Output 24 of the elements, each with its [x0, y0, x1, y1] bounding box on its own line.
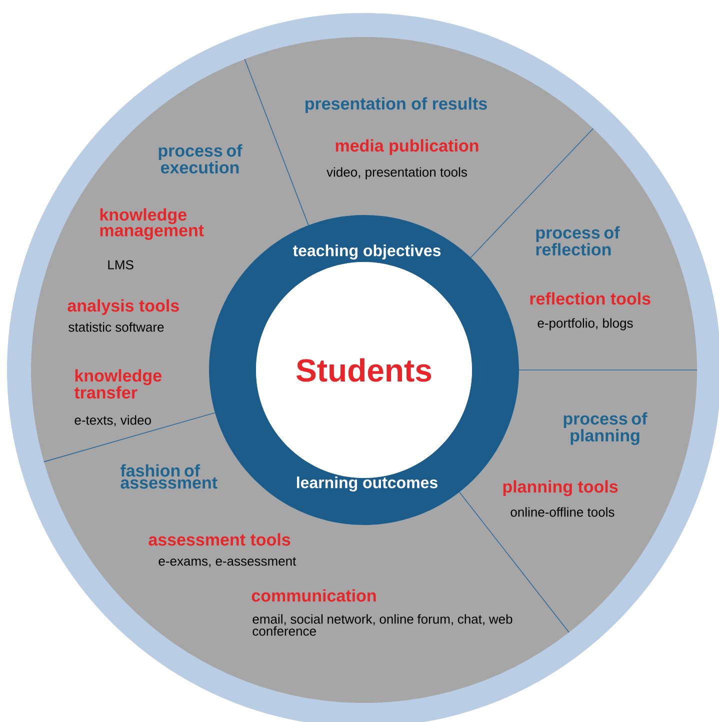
heading-text: process of execution: [158, 144, 242, 174]
description-text: LMS: [108, 260, 134, 270]
ring-label: teaching objectives: [292, 244, 441, 260]
tool-text: planning tools: [503, 480, 618, 496]
sector: [459, 370, 697, 632]
description-text: email, social network, online forum, chat, web conference: [252, 614, 512, 636]
ring-label: learning outcomes: [296, 476, 438, 492]
tool-text: assessment tools: [148, 533, 290, 546]
heading-text: fashion of assessment: [120, 464, 218, 489]
tool-text: analysis tools: [68, 299, 179, 316]
heading-text: process of planning: [564, 412, 648, 445]
tool-text: knowledge management: [100, 208, 204, 240]
tool-text: media publication: [336, 139, 478, 156]
heading-text: process of reflection: [536, 226, 620, 256]
description-text: e-portfolio, blogs: [538, 318, 633, 330]
description-text: e-texts, video: [74, 415, 151, 426]
tool-text: communication: [252, 589, 376, 602]
description-text: statistic software: [68, 322, 164, 332]
tool-text: knowledge transfer: [74, 369, 162, 399]
heading-text: presentation of results: [305, 97, 487, 114]
description-text: e-exams, e-assessment: [158, 557, 296, 568]
description-text: online-offline tools: [510, 507, 614, 517]
tool-text: reflection tools: [530, 292, 650, 305]
description-text: video, presentation tools: [326, 167, 467, 180]
